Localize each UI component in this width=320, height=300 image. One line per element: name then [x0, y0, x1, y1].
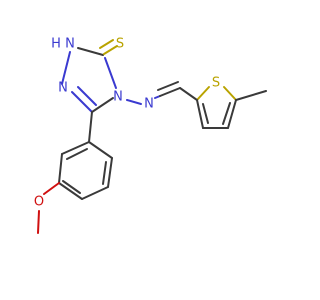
bond-triazole-phenyl: [88, 111, 93, 143]
bond-n2-c3: [71, 91, 93, 113]
bond-c2-s1: [196, 86, 210, 101]
thione-group: [99, 39, 118, 55]
bond-c5-c4: [227, 99, 237, 129]
bond-nimine-ch-double: [157, 81, 179, 91]
atom-labels: S H N N N N S O: [34, 37, 220, 210]
bond-ph-c1-c2: [88, 141, 113, 159]
bond-n2-c3-double: [77, 86, 97, 106]
bond-ph-c4-c5: [58, 182, 83, 200]
bond-c3-c2-double: [202, 103, 209, 124]
phenyl-ring: [58, 141, 113, 200]
bond-c5-s-double: [99, 39, 114, 49]
bond-ph-c2-c3-double: [102, 161, 107, 185]
bond-s1-c5: [223, 86, 237, 101]
bond-c5-c4-double: [222, 102, 231, 125]
bond-o-methyl: [37, 210, 40, 234]
bond-n4-nimine: [126, 99, 142, 105]
bond-ph-c6-c1: [61, 141, 90, 155]
bond-c3-n4: [91, 97, 114, 113]
bond-c3-c2: [196, 99, 204, 129]
atom-label-n2: N: [58, 81, 68, 96]
bond-c5-s: [103, 45, 118, 55]
thiophene-ring: [196, 86, 237, 129]
bond-ph-c4-c5-double: [62, 180, 81, 194]
atom-label-thiophene-s: S: [212, 76, 220, 91]
imine-bond: [154, 81, 181, 99]
bond-ph-c6-c1-double: [66, 148, 88, 160]
atom-label-n4: N: [113, 90, 123, 105]
triazole-ring: [61, 47, 117, 113]
bond-ph-c2-c3: [107, 157, 113, 188]
bond-n1-n2: [61, 51, 71, 85]
atom-label-n1: N: [65, 37, 75, 52]
atom-label-imine-n: N: [144, 97, 154, 112]
bond-phenyl-o: [43, 182, 60, 195]
bond-ch-thiophene: [179, 87, 198, 101]
molecule-structure: S H N N N N S O: [34, 37, 267, 234]
bond-nimine-ch-2: [159, 87, 181, 97]
bond-c5-n1: [77, 47, 104, 56]
bond-ph-c5-c6: [58, 153, 63, 184]
bond-ph-c3-c4: [81, 186, 109, 200]
bond-thiophene-methyl: [235, 90, 267, 101]
atom-label-thione-s: S: [116, 37, 124, 52]
bond-n4-c5: [104, 57, 117, 89]
atom-label-methoxy-o: O: [34, 195, 44, 210]
atom-label-nh: H: [51, 37, 61, 52]
